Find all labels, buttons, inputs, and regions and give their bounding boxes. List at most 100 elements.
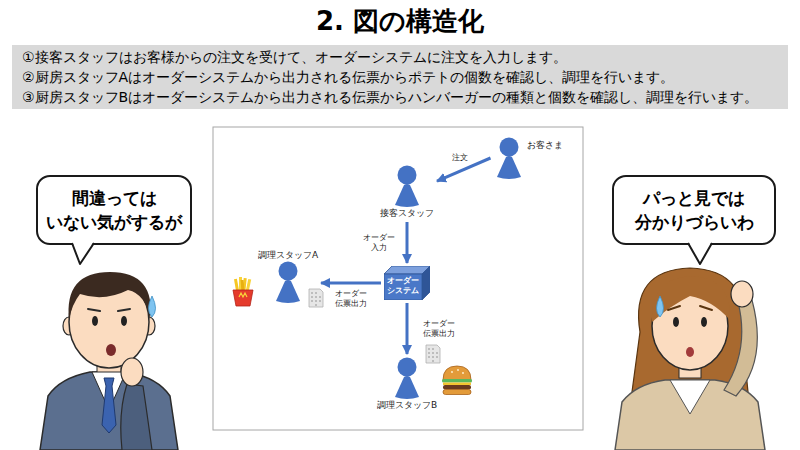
ticket-icon-part [311,292,321,306]
node-label: 接客スタッフ [380,207,434,219]
instruction-band: ①接客スタッフはお客様からの注文を受けて、オーダーシステムに注文を入力します。②… [12,45,788,109]
fries-icon-part [239,293,247,297]
ticket-icon-part-part [436,352,438,354]
ticket-icon-part-part [319,296,321,298]
instruction-text: ③厨房スタッフBはオーダーシステムから出力される伝票からハンバーガーの種類と個数… [22,87,778,107]
burger-icon-part-part [451,371,453,373]
woman-figure-part [632,268,748,392]
person-icon [392,165,422,207]
ticket-icon-part [426,345,440,363]
ticket-icon-part-part [311,296,313,298]
cube-front [384,274,422,300]
person-body [497,156,521,179]
diagram-panel [213,127,583,430]
man-figure-part [121,384,152,450]
speech-bubble: パっと見では 分かりづらいわ [612,175,776,245]
bubble-tail-part [688,243,712,264]
burger-icon-part [443,366,471,380]
ticket-icon-part-part [436,356,438,358]
person-head [499,138,518,157]
burger-icon-part [443,390,471,395]
edge-label: 注文 [450,152,470,164]
man-figure-part [88,309,130,311]
ticket-icon-part-part [428,348,430,350]
woman-figure-part [615,380,765,450]
flow-arrow [406,303,409,354]
woman-figure-part [686,347,694,357]
woman-figure-part [670,380,710,414]
speech-bubble: 間違っては いない気がするが [36,175,192,245]
node-label: 調理スタッフB [377,399,437,411]
burger-icon-part [451,369,464,374]
woman-figure-part [724,300,757,396]
woman-figure-part [673,317,679,327]
edge-label: オーダー 伝票出力 [333,288,369,310]
man-figure [40,272,178,450]
edge-label: オーダー 入力 [361,232,397,254]
person-body [395,376,419,399]
ticket-icon-part-part [432,360,434,362]
person-node: 調理スタッフB [377,357,437,411]
page-title: 2. 図の構造化 [0,4,800,38]
instruction-text: ①接客スタッフはお客様からの注文を受けて、オーダーシステムに注文を入力します。 [22,47,778,67]
woman-figure-part [657,296,664,317]
burger-icon-part-part [457,369,459,371]
fries-icon [233,277,253,306]
man-figure-part [102,378,116,433]
burger-icon-part [443,383,471,386]
speech-text: 間違っては いない気がするが [46,186,182,234]
node-label: 調理スタッフA [258,249,318,261]
person-icon [273,261,303,303]
ticket-icon-part-part [315,292,317,294]
burger-icon-part [442,379,472,383]
ticket-icon-part-part [311,300,313,302]
man-figure-part [40,372,178,450]
woman-figure-part [701,317,707,327]
ticket-icon-part-part [311,292,313,294]
ticket-icon-part-part [428,352,430,354]
person-node: 調理スタッフA [258,249,318,303]
flow-arrow [406,222,409,263]
person-node: 接客スタッフ [380,165,434,219]
person-node: お客さま [494,137,563,179]
node-label: お客さま [527,139,563,151]
ticket-icon-part-part [432,356,434,358]
ticket-icon-part-part [319,300,321,302]
man-figure-part [121,358,143,386]
instruction-text: ②厨房スタッフAはオーダーシステムから出力される伝票からポテトの個数を確認し、調… [22,67,778,87]
flow-arrow [321,282,381,285]
man-figure-part [149,296,156,317]
ticket-icon-part [309,289,323,307]
woman-figure-part [731,281,753,307]
ticket-icon-part-part [315,304,317,306]
woman-figure [615,268,765,450]
bubble-tail-part [72,243,94,264]
fries-icon-part [233,290,253,306]
ticket-icon-part-part [428,356,430,358]
ticket-icon [426,345,440,363]
man-figure-part [106,344,116,356]
burger-icon-part [443,385,471,390]
edge-label: オーダー 伝票出力 [421,318,457,340]
speech-text: パっと見では 分かりづらいわ [635,186,754,234]
burger-icon-part-part [462,372,464,374]
ticket-icon-part-part [315,300,317,302]
person-icon [392,357,422,399]
ticket-icon-part-part [315,296,317,298]
woman-figure-part [652,276,730,322]
ticket-icon [309,289,323,307]
person-head [398,166,417,185]
man-figure-part [92,316,98,326]
person-icon [494,137,524,179]
cube-side [422,266,430,300]
person-head [398,358,417,377]
system-cube: オーダー システム [384,266,430,300]
man-figure-part [69,272,151,320]
node-label: オーダー システム [387,276,419,296]
person-body [276,280,300,303]
person-body [395,184,419,207]
burger-icon [442,366,472,395]
ticket-icon-part-part [432,352,434,354]
woman-figure-part [668,306,712,310]
